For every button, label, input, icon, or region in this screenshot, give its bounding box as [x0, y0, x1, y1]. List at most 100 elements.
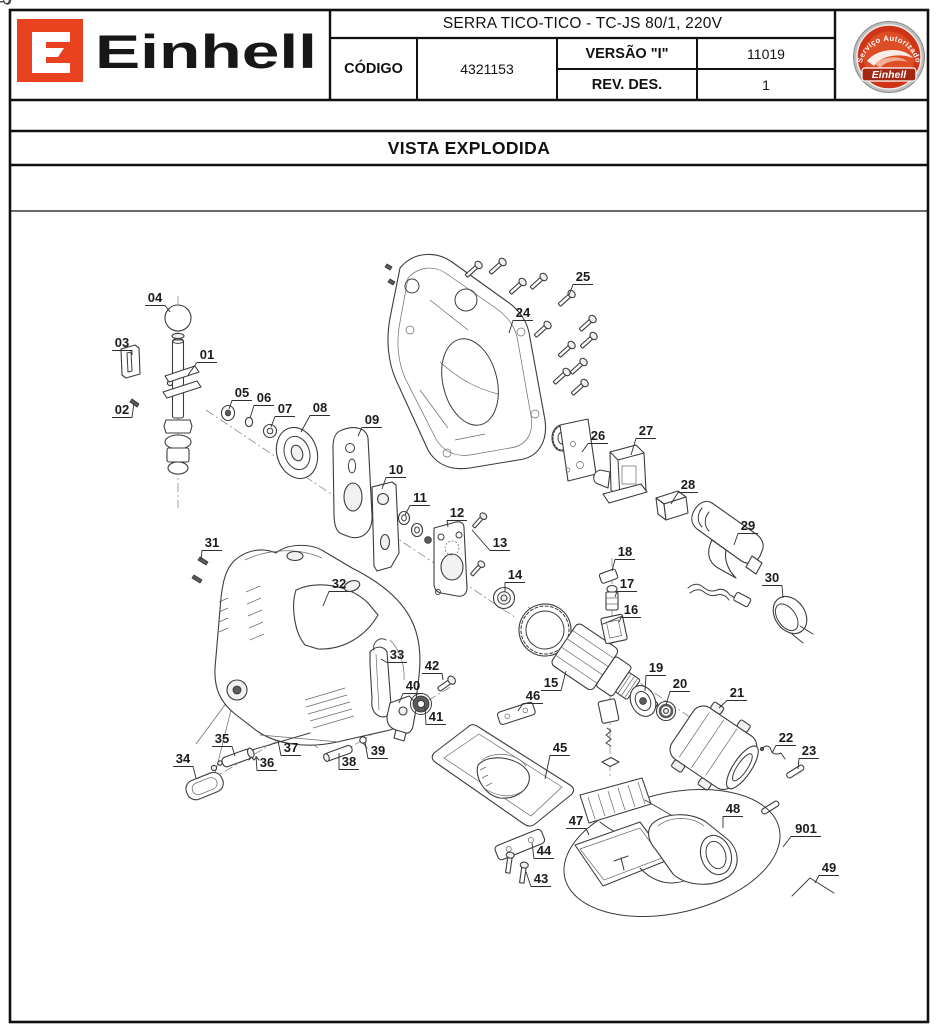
part-label-16: 16	[624, 602, 638, 617]
part-label-47: 47	[569, 813, 583, 828]
part-label-901: 901	[795, 821, 817, 836]
logo-e-icon	[32, 32, 70, 73]
logo-wordmark: Einhell	[95, 25, 317, 78]
part-label-21: 21	[730, 685, 744, 700]
part-label-46: 46	[526, 688, 540, 703]
part-label-15: 15	[544, 675, 558, 690]
part-accessory-group	[563, 777, 835, 917]
part-label-23: 23	[802, 743, 816, 758]
part-label-22: 22	[779, 730, 793, 745]
part-label-24: 24	[516, 305, 531, 320]
part-leader-25	[568, 284, 593, 296]
table-grid	[8, 8, 930, 1024]
part-leader-01	[187, 362, 217, 376]
part-leader-43	[525, 871, 551, 887]
part-leader-47	[566, 828, 590, 836]
part-label-36: 36	[260, 755, 274, 770]
part-label-41: 41	[429, 709, 443, 724]
part-label-06: 06	[257, 390, 271, 405]
part-motor-stator	[629, 685, 805, 815]
part-label-30: 30	[765, 570, 779, 585]
part-leader-30	[762, 585, 784, 599]
part-leader-46	[517, 703, 543, 712]
part-label-17: 17	[620, 576, 634, 591]
part-label-26: 26	[591, 428, 605, 443]
part-roller-lever	[185, 675, 456, 801]
part-leader-45	[544, 755, 570, 780]
part-leader-20	[665, 691, 690, 706]
part-leader-31	[200, 550, 222, 561]
part-label-45: 45	[553, 740, 567, 755]
part-label-11: 11	[413, 490, 427, 505]
part-label-43: 43	[534, 871, 548, 886]
rev-des-label: REV. DES.	[591, 76, 663, 93]
part-label-34: 34	[176, 751, 191, 766]
part-leader-27	[630, 438, 656, 456]
part-leader-44	[531, 842, 554, 859]
part-leader-22	[771, 745, 796, 754]
part-leader-12	[446, 520, 467, 528]
part-leader-08	[300, 415, 330, 433]
part-leader-03	[112, 350, 133, 355]
part-switch-cord	[551, 418, 814, 644]
part-label-48: 48	[726, 801, 740, 816]
part-label-25: 25	[576, 269, 590, 284]
part-leader-19	[644, 675, 666, 692]
part-leader-901	[782, 836, 821, 848]
part-leader-24	[508, 320, 533, 334]
part-leader-37	[277, 740, 301, 756]
part-leader-02	[112, 402, 135, 418]
part-label-49: 49	[822, 860, 836, 875]
part-label-04: 04	[148, 290, 163, 305]
part-label-38: 38	[342, 754, 356, 769]
part-leader-23	[797, 758, 819, 770]
part-leader-07	[270, 416, 295, 428]
part-leader-18	[611, 559, 635, 572]
part-label-33: 33	[390, 647, 404, 662]
einhell-logo: Einhell	[17, 19, 317, 82]
part-label-32: 32	[332, 576, 346, 591]
part-label-20: 20	[673, 676, 687, 691]
part-leader-35	[212, 746, 236, 757]
badge-swoosh	[867, 50, 913, 66]
doc-title: SERRA TICO-TICO - TC-JS 80/1, 220V	[442, 15, 723, 32]
part-leader-15	[541, 670, 567, 691]
section-title: VISTA EXPLODIDA	[387, 137, 551, 158]
part-leader-48	[722, 816, 743, 828]
part-label-40: 40	[406, 678, 420, 693]
part-leader-09	[357, 427, 382, 437]
part-label-18: 18	[618, 544, 632, 559]
service-badge: Serviço Autorizado Einhell	[853, 21, 925, 93]
part-gear-housing	[384, 253, 547, 470]
part-label-44: 44	[537, 843, 552, 858]
part-label-01: 01	[200, 347, 214, 362]
part-label-02: 02	[115, 402, 129, 417]
part-base-plate	[431, 701, 575, 884]
codigo-label: CÓDIGO	[344, 61, 403, 77]
codigo-value: 4321153	[460, 61, 514, 77]
part-motor-housing	[191, 544, 421, 746]
part-label-07: 07	[278, 401, 292, 416]
part-leader-41	[424, 706, 446, 725]
part-leader-16	[618, 617, 641, 623]
versao-label: VERSÃO "I"	[585, 45, 669, 62]
part-label-14: 14	[508, 567, 523, 582]
part-label-39: 39	[371, 743, 385, 758]
versao-value: 11019	[747, 45, 785, 62]
part-leader-05	[228, 400, 252, 410]
part-leader-49	[814, 875, 839, 884]
part-label-12: 12	[450, 505, 464, 520]
part-label-27: 27	[639, 423, 653, 438]
part-leader-11	[404, 505, 430, 516]
part-leader-13	[471, 529, 510, 551]
part-blade-rod-assembly	[120, 304, 373, 539]
part-label-05: 05	[235, 385, 249, 400]
part-carbon-brushes	[597, 568, 628, 768]
part-leader-06	[249, 405, 274, 419]
part-label-28: 28	[681, 477, 695, 492]
rev-des-value: 1	[762, 76, 770, 93]
part-leader-21	[718, 700, 747, 709]
part-leader-26	[581, 443, 608, 453]
part-leader-10	[381, 477, 406, 490]
